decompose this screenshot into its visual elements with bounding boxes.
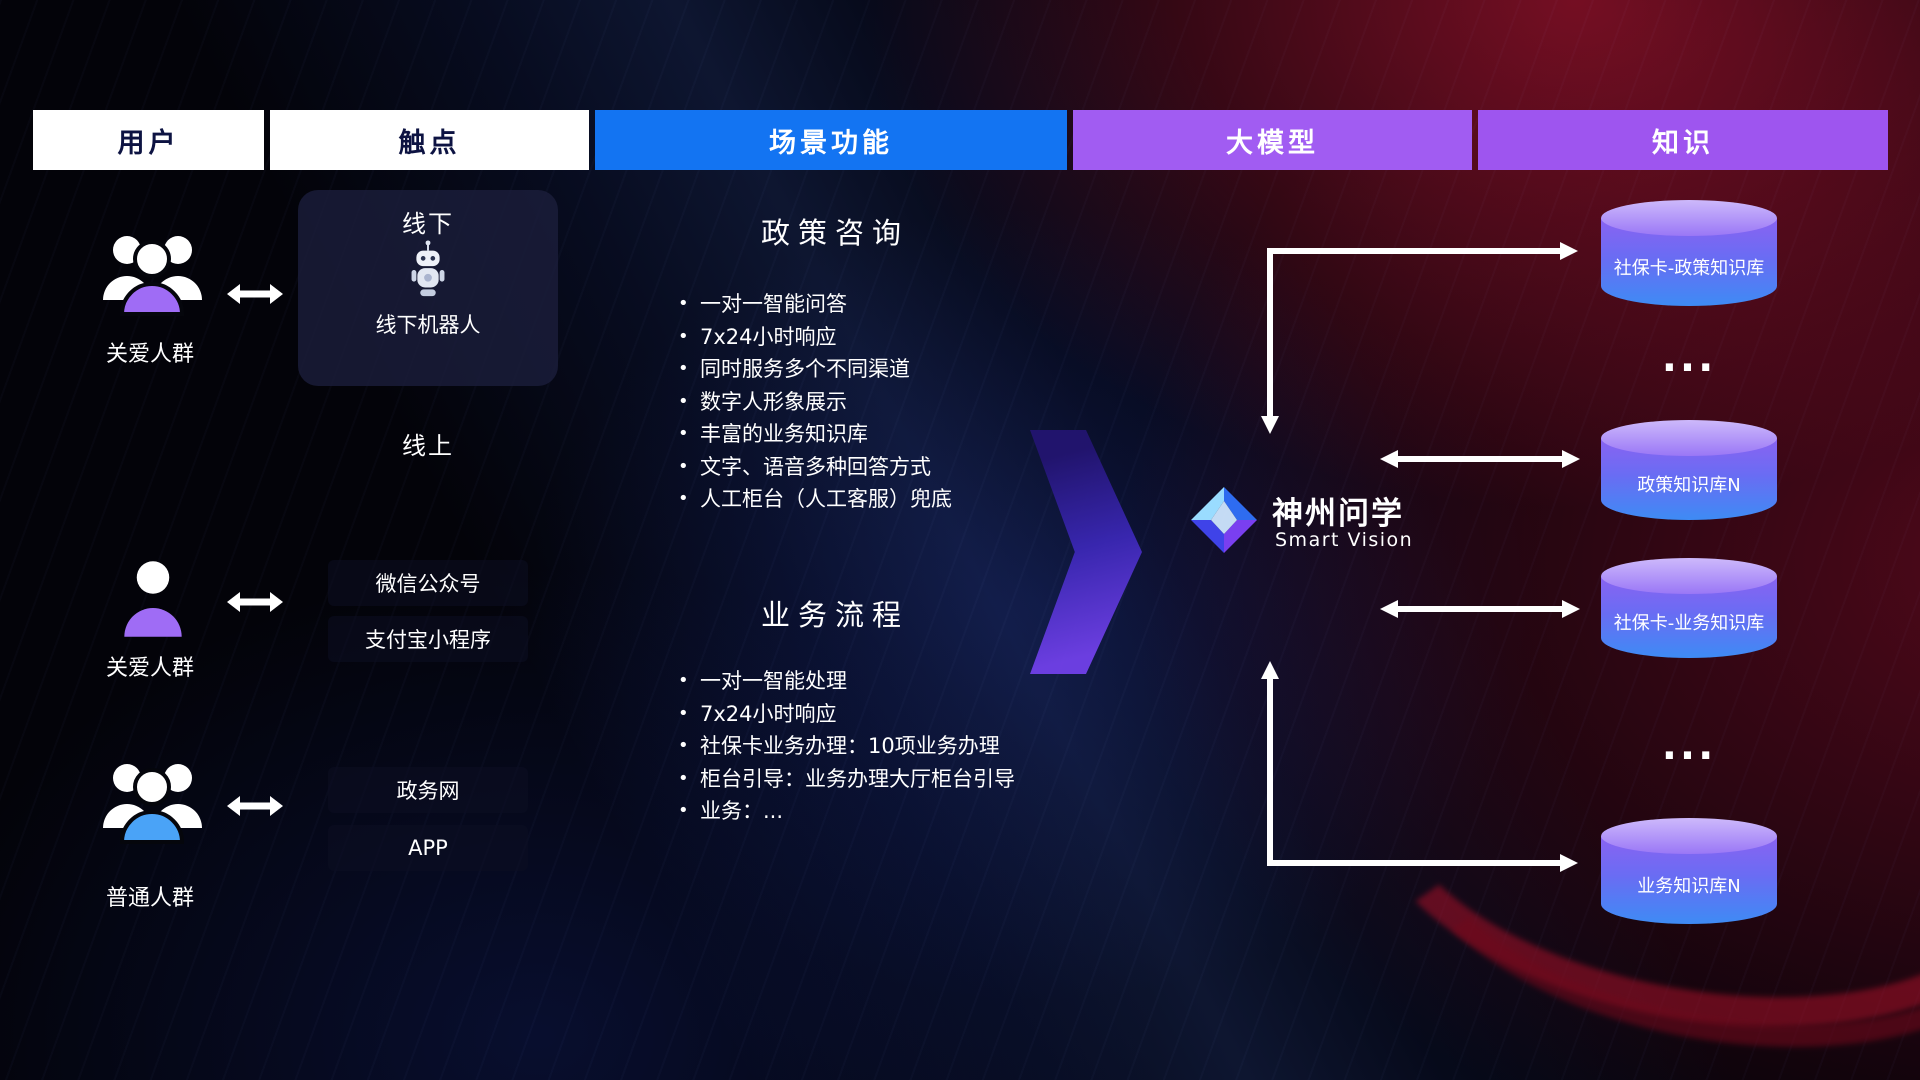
business-bullet: 一对一智能处理 [676, 665, 1156, 698]
online-title: 线上 [402, 432, 454, 460]
policy-bullet: 丰富的业务知识库 [676, 418, 1156, 451]
care-group-label: 关爱人群 [105, 342, 194, 367]
policy-bullet: 7x24小时响应 [676, 321, 1156, 354]
alipay-label: 支付宝小程序 [365, 628, 491, 652]
wechat-label: 微信公众号 [375, 572, 481, 596]
model-name: 神州问学 [1272, 496, 1404, 532]
policy-bullet: 文字、语音多种回答方式 [676, 451, 1156, 484]
business-bullet: 社保卡业务办理：10项业务办理 [676, 730, 1156, 763]
db-label: 业务知识库N [1601, 836, 1777, 924]
policy-consult-title: 政策咨询 [760, 216, 909, 250]
care-single-label: 关爱人群 [105, 656, 194, 681]
care-group-icon [95, 222, 210, 317]
gem-logo-icon [1190, 486, 1258, 554]
robot-icon [405, 239, 451, 301]
header-scene: 场景功能 [595, 110, 1067, 170]
gov-web-channel: 政务网 [328, 767, 528, 813]
wechat-channel: 微信公众号 [328, 560, 528, 606]
business-bullet-list: 一对一智能处理 7x24小时响应 社保卡业务办理：10项业务办理 柜台引导：业务… [676, 665, 1156, 828]
business-bullet: 柜台引导：业务办理大厅柜台引导 [676, 763, 1156, 796]
database-icon-business-n: 业务知识库N [1601, 818, 1777, 924]
policy-bullet: 一对一智能问答 [676, 288, 1156, 321]
ellipsis-top: ... [1661, 335, 1717, 381]
business-flow-title: 业务流程 [760, 598, 909, 632]
header-touch: 触点 [270, 110, 589, 170]
business-bullet: 业务：... [676, 795, 1156, 828]
ellipsis-bottom: ... [1661, 723, 1717, 769]
policy-bullet-list: 一对一智能问答 7x24小时响应 同时服务多个不同渠道 数字人形象展示 丰富的业… [676, 288, 1156, 516]
double-arrow-icon [226, 283, 284, 305]
db-label: 政策知识库N [1601, 438, 1777, 520]
header-user: 用户 [33, 110, 264, 170]
database-icon-policy-n: 政策知识库N [1601, 420, 1777, 520]
policy-bullet: 数字人形象展示 [676, 386, 1156, 419]
double-arrow-icon [226, 591, 284, 613]
policy-bullet: 人工柜台（人工客服）兜底 [676, 483, 1156, 516]
app-label: APP [408, 836, 448, 860]
db-label: 社保卡-业务知识库 [1601, 576, 1777, 658]
care-person-icon [110, 552, 196, 644]
offline-title: 线下 [402, 210, 454, 238]
app-channel: APP [328, 825, 528, 871]
header-model: 大模型 [1073, 110, 1472, 170]
general-group-icon [95, 750, 210, 845]
database-icon-business-sscard: 社保卡-业务知识库 [1601, 558, 1777, 658]
general-group-label: 普通人群 [105, 886, 194, 911]
double-arrow-icon [226, 795, 284, 817]
business-bullet: 7x24小时响应 [676, 698, 1156, 731]
gov-web-label: 政务网 [396, 779, 460, 803]
db-label: 社保卡-政策知识库 [1601, 218, 1777, 306]
model-subtitle: Smart Vision [1275, 529, 1414, 551]
database-icon-policy-sscard: 社保卡-政策知识库 [1601, 200, 1777, 306]
offline-touch-panel: 线下 线下机器人 [298, 190, 558, 386]
offline-robot-label: 线下机器人 [375, 313, 481, 337]
policy-bullet: 同时服务多个不同渠道 [676, 353, 1156, 386]
header-knowledge: 知识 [1478, 110, 1888, 170]
alipay-channel: 支付宝小程序 [328, 616, 528, 662]
